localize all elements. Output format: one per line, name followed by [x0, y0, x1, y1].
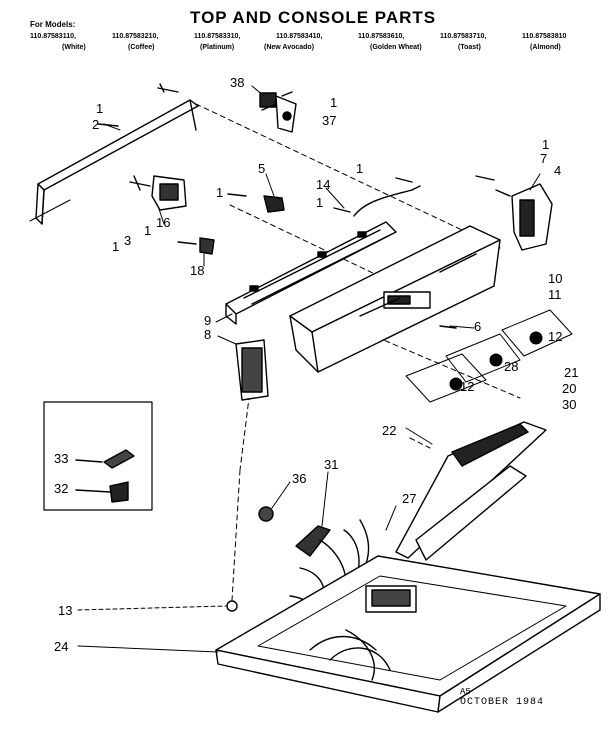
callout-label: 12	[460, 379, 475, 394]
timer-component	[129, 175, 187, 211]
callout-label: 30	[562, 397, 577, 412]
callout-label: 11	[548, 287, 562, 302]
callout-label: 5	[258, 161, 266, 176]
callout-label: 16	[156, 215, 171, 230]
callout-label: 12	[548, 329, 563, 344]
model-number: 110.87583610,	[358, 33, 405, 40]
callout-label: 8	[204, 327, 212, 342]
callout-label: 1	[96, 101, 104, 116]
end-cap-8	[235, 339, 269, 401]
callout-label: 38	[230, 75, 245, 90]
model-color: (New Avocado)	[264, 44, 315, 51]
callout-label: 20	[562, 381, 577, 396]
knob-parts-boxes	[405, 309, 573, 403]
callout-label: 24	[54, 639, 69, 654]
callout-label: 1	[216, 185, 224, 200]
callout-label: 1	[316, 195, 324, 210]
callout-label: 1	[542, 137, 550, 152]
callout-label: 33	[54, 451, 69, 466]
callout-label: 1	[144, 223, 152, 238]
callout-label: 2	[92, 117, 100, 132]
callout-label: 1	[330, 95, 338, 110]
callout-label: 1	[356, 161, 364, 176]
callout-label: 10	[548, 271, 563, 286]
callout-label: 7	[540, 151, 548, 166]
loading-door	[395, 421, 547, 561]
model-number: 110.87583810	[522, 33, 567, 40]
model-color: (Toast)	[458, 44, 481, 51]
latch-18	[199, 237, 215, 255]
callout-label: 27	[402, 491, 417, 506]
callout-label: 13	[58, 603, 73, 618]
callout-label: 9	[204, 313, 212, 328]
bracket-assembly	[259, 91, 297, 133]
model-number: 110.87583310,	[194, 33, 241, 40]
model-number: 110.87583110,	[30, 33, 76, 40]
dryer-top	[215, 555, 601, 713]
model-number: 110.87583410,	[276, 33, 323, 40]
callout-label: 28	[504, 359, 519, 374]
wire-harness-14	[353, 185, 421, 217]
screw-fasteners	[157, 83, 495, 329]
callout-label: 22	[382, 423, 397, 438]
diagram-code: A5	[460, 687, 471, 697]
model-number: 110.87583210,	[112, 33, 159, 40]
callout-label: 1	[112, 239, 120, 254]
model-color: (Almond)	[530, 44, 561, 51]
model-color: (Coffee)	[128, 44, 155, 51]
wiring-harness	[258, 506, 370, 617]
callout-label: 3	[124, 233, 132, 248]
diagram-title: TOP AND CONSOLE PARTS	[190, 8, 437, 27]
callout-label: 14	[316, 177, 331, 192]
callout-label: 21	[564, 365, 579, 380]
model-number: 110.87583710,	[440, 33, 487, 40]
callout-label: 18	[190, 263, 205, 278]
callout-label: 31	[324, 457, 339, 472]
end-cap-4	[495, 183, 553, 251]
callout-label: 37	[322, 113, 337, 128]
inset-box	[43, 401, 153, 511]
model-color: (Golden Wheat)	[370, 44, 422, 51]
console-frame	[225, 221, 397, 325]
callout-label: 32	[54, 481, 69, 496]
leader-lines	[77, 85, 541, 653]
model-color: (Platinum)	[200, 44, 235, 51]
console-panel	[289, 225, 501, 373]
for-models-label: For Models:	[30, 20, 76, 29]
bracket-5	[263, 195, 285, 213]
callout-label: 4	[554, 163, 562, 178]
diagram-date: OCTOBER 1984	[460, 697, 545, 708]
callout-label: 6	[474, 319, 482, 334]
callout-label: 36	[292, 471, 307, 486]
model-color: (White)	[62, 44, 86, 51]
